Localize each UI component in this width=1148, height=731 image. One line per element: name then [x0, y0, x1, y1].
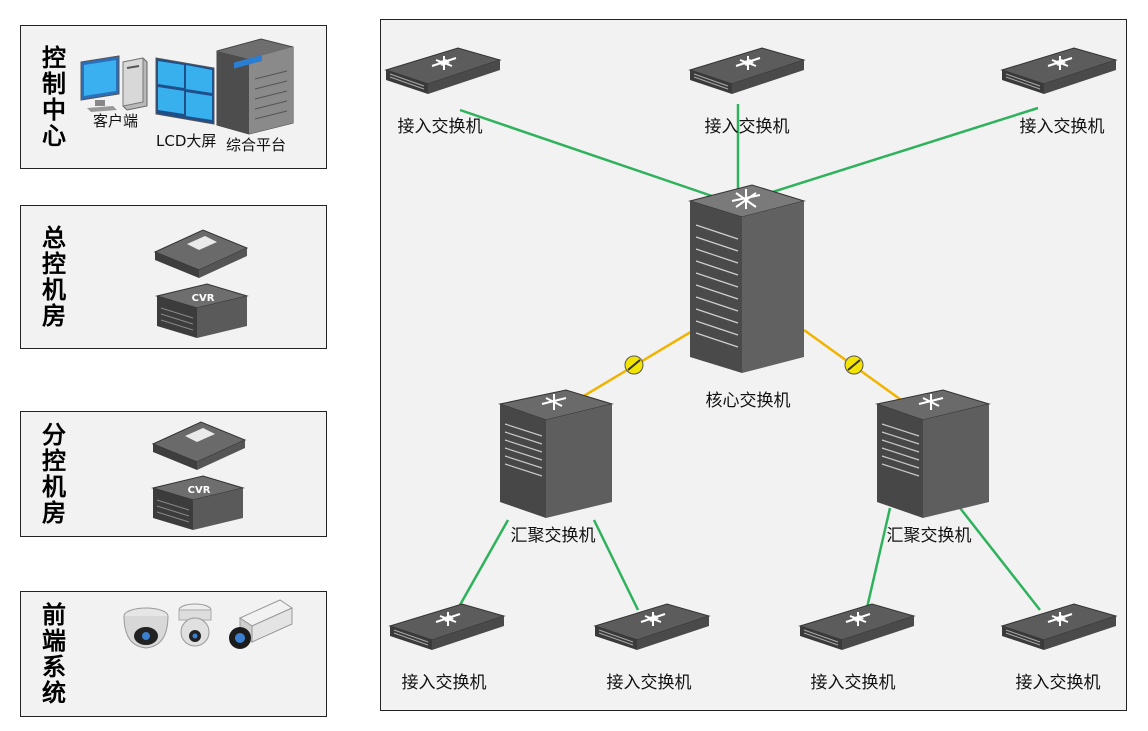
switch-icon	[1001, 603, 1117, 651]
access-switch-label: 接入交换机	[401, 673, 487, 693]
access-switch-label: 接入交换机	[704, 117, 790, 137]
access-switch-label: 接入交换机	[1019, 117, 1105, 137]
panel-control-center: 控制中心 客户端 LCD大屏 综合平台	[20, 25, 327, 169]
nvr-icon	[151, 421, 247, 470]
agg-switch-left-label: 汇聚交换机	[510, 526, 596, 546]
link-agg-right-access-2	[959, 507, 1041, 611]
panel-title: 控制中心	[42, 44, 66, 150]
svg-text:CVR: CVR	[188, 485, 211, 496]
fiber-module-icon	[844, 355, 864, 375]
dome-camera-icon	[123, 607, 169, 649]
agg-rack-icon	[876, 389, 990, 519]
panel-title: 前端系统	[42, 601, 66, 707]
agg-switch-right-label: 汇聚交换机	[886, 526, 972, 546]
fiber-module-icon	[624, 355, 644, 375]
ball-camera-icon	[178, 603, 212, 647]
link-core-access-1	[459, 108, 713, 198]
link-agg-left-access-1	[454, 519, 510, 613]
svg-text:CVR: CVR	[192, 293, 215, 304]
switch-icon	[1001, 47, 1117, 95]
switch-icon	[689, 47, 805, 95]
access-switch-label: 接入交换机	[397, 117, 483, 137]
agg-rack-icon	[499, 389, 613, 519]
switch-icon	[799, 603, 915, 651]
panel-main-room: 总控机房 CVR	[20, 205, 327, 349]
platform-rack-icon	[216, 38, 294, 135]
box-camera-icon	[229, 599, 294, 649]
link-core-access-3	[759, 106, 1039, 198]
switch-icon	[385, 47, 501, 95]
switch-icon	[594, 603, 710, 651]
lcd-label: LCD大屏	[156, 132, 217, 150]
link-agg-right-access-1	[864, 507, 892, 613]
panel-title: 分控机房	[42, 421, 66, 527]
panel-sub-room: 分控机房 CVR	[20, 411, 327, 537]
cvr-icon: CVR	[155, 283, 249, 338]
access-switch-label: 接入交换机	[606, 673, 692, 693]
platform-label: 综合平台	[226, 136, 287, 154]
cvr-icon: CVR	[151, 475, 245, 530]
access-switch-label: 接入交换机	[1015, 673, 1101, 693]
nvr-icon	[153, 229, 249, 278]
video-wall-icon	[155, 57, 215, 125]
link-agg-left-access-2	[592, 519, 640, 611]
switch-icon	[389, 603, 505, 651]
pc-label: 客户端	[93, 112, 139, 130]
pc-icon	[80, 55, 148, 112]
core-rack-icon	[688, 184, 806, 373]
panel-title: 总控机房	[42, 224, 66, 330]
panel-frontend: 前端系统	[20, 591, 327, 717]
access-switch-label: 接入交换机	[810, 673, 896, 693]
core-switch-label: 核心交换机	[705, 391, 791, 411]
